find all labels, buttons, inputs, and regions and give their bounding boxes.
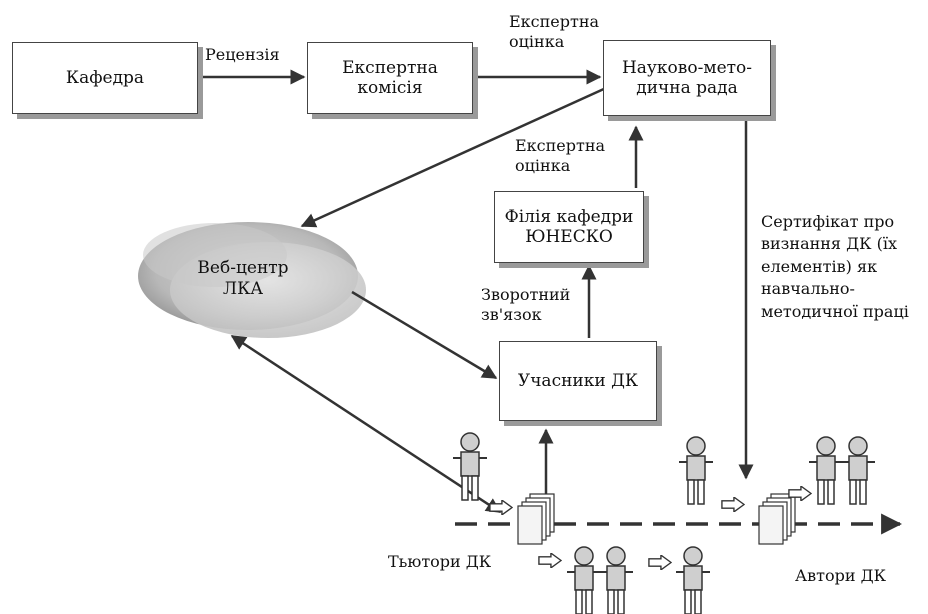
box-rada-label: Науково-мето-дична рада [621,57,753,98]
person-icon [566,546,602,614]
arrow-webcenter-tutors [230,334,502,514]
label-ekspertna-otsinka-top: Експертна оцінка [509,12,599,52]
person-icon [452,432,488,501]
box-ekspertna-komisiya: Експертна комісія [307,42,473,114]
web-center-cloud [138,222,366,338]
label-sertyfikat: Сертифікат про визнання ДК (їх елементів… [761,211,926,323]
label-sertyfikat-line5: методичної праці [761,301,909,321]
web-center-line1: Веб-центр [197,258,289,278]
documents-icon [758,493,796,545]
person-icon [598,546,634,614]
label-ekspertna-top-line1: Експертна [509,12,600,31]
label-sertyfikat-line4: навчально- [761,279,855,299]
person-icon [675,546,711,614]
small-arrow-icon [648,555,672,570]
box-uchasnyky-label: Учасники ДК [517,370,639,391]
box-komisiya-label: Експертна комісія [342,57,438,98]
box-kafedra: Кафедра [12,42,198,114]
person-icon [840,436,876,505]
label-sertyfikat-line2: визнання ДК (їх [761,234,897,254]
label-zvorotnyi-line1: Зворотний [481,285,571,304]
arrow-webcenter-uchasnyky [351,290,498,380]
box-filiya-kafedry: Філія кафедри ЮНЕСКО [494,191,644,263]
label-sertyfikat-line3: елементів) як [761,256,878,276]
web-center-label: Веб-центр ЛКА [188,258,298,301]
person-icon [808,436,844,505]
label-tyutory-dk: Тьютори ДК [388,552,492,571]
web-center-line2: ЛКА [222,279,264,300]
label-zvorotnyi-line2: зв'язок [481,305,542,324]
label-zvorotnyi-zvyazok: Зворотний зв'язок [481,285,570,325]
box-kafedra-label: Кафедра [65,67,145,88]
label-avtory-dk: Автори ДК [795,566,886,585]
box-uchasnyky-dk: Учасники ДК [499,341,657,421]
label-ekspertna-mid-line2: оцінка [515,156,571,175]
label-ekspertna-top-line2: оцінка [509,32,565,51]
box-filiya-label: Філія кафедри ЮНЕСКО [504,206,634,247]
documents-icon [517,493,555,545]
label-sertyfikat-line1: Сертифікат про [761,212,895,231]
arrow-rada-webcenter [300,86,607,228]
small-arrow-icon [538,553,562,568]
small-arrow-icon [721,497,745,512]
label-ekspertna-otsinka-mid: Експертна оцінка [515,136,605,176]
box-naukovo-metodychna-rada: Науково-мето-дична рада [603,40,771,116]
label-recenziya: Рецензія [205,45,280,64]
person-icon [678,436,714,505]
label-ekspertna-mid-line1: Експертна [515,136,606,155]
small-arrow-icon [489,500,513,515]
